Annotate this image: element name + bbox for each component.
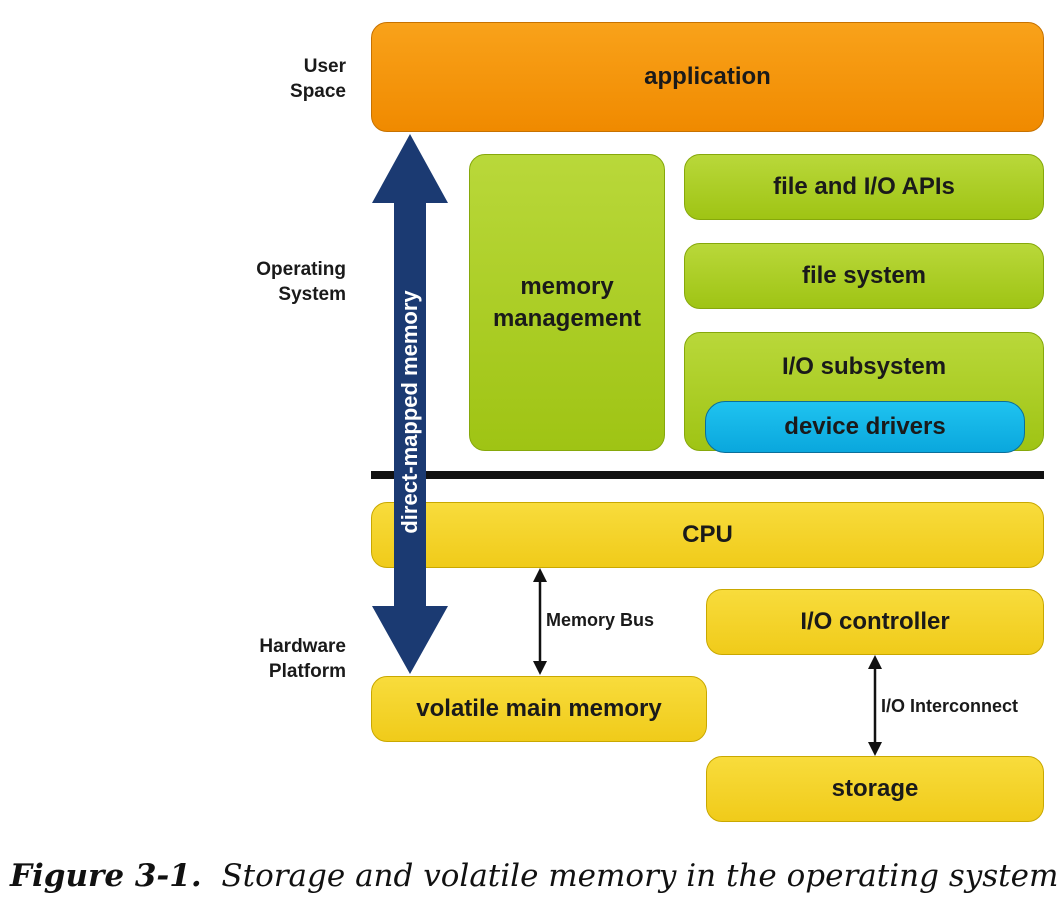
file-io-apis-label: file and I/O APIs [773,173,955,200]
file-system-box: file system [684,243,1044,309]
io-subsystem-label: I/O subsystem [781,353,947,380]
volatile-main-memory-label: volatile main memory [416,695,662,722]
memory-bus-label: Memory Bus [546,610,655,630]
memory-management-label: memory management [492,272,642,332]
io-interconnect-arrow [868,655,882,756]
file-io-apis-box: file and I/O APIs [684,154,1044,220]
memory-management-box: memory management [469,154,665,451]
figure-caption-text: Storage and volatile memory in the opera… [221,858,1059,894]
device-drivers-label: device drivers [784,413,946,440]
direct-mapped-memory-arrow [372,134,448,674]
device-drivers-box: device drivers [705,401,1025,453]
direct-mapped-memory-label: direct-mapped memory [397,290,422,534]
cpu-box: CPU [371,502,1044,568]
storage-label: storage [831,775,919,802]
file-system-label: file system [801,262,927,289]
os-hardware-divider [371,471,1044,479]
application-box: application [371,22,1044,132]
storage-box: storage [706,756,1044,822]
io-interconnect-label: I/O Interconnect [881,696,1019,716]
figure-caption: Figure 3-1. Storage and volatile memory … [10,858,1059,894]
figure-caption-label: Figure 3-1. [10,858,202,894]
io-controller-box: I/O controller [706,589,1044,655]
io-controller-label: I/O controller [800,608,950,635]
volatile-main-memory-box: volatile main memory [371,676,707,742]
application-label: application [644,63,771,90]
cpu-label: CPU [682,521,733,548]
memory-bus-arrow [533,568,547,675]
